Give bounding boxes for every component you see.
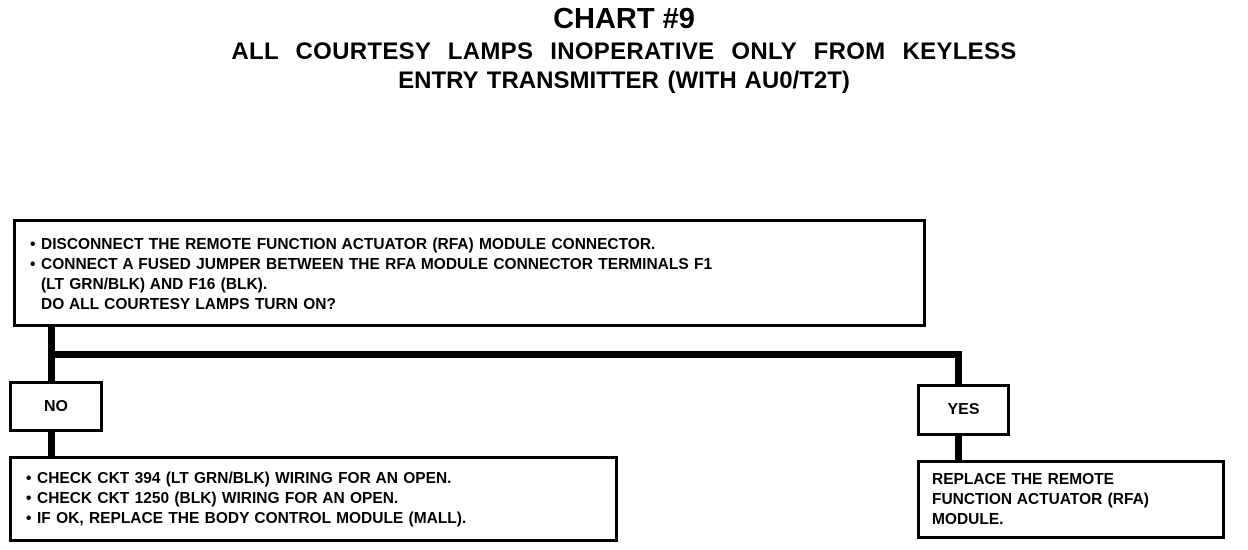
yes-branch-box: YES — [917, 384, 1010, 436]
no-action-item: CHECK CKT 394 (LT GRN/BLK) WIRING FOR AN… — [26, 469, 609, 489]
question-step-disconnect: DISCONNECT THE REMOTE FUNCTION ACTUATOR … — [30, 235, 915, 255]
yes-action-line: REPLACE THE REMOTE — [932, 471, 1114, 488]
yes-action-line: FUNCTION ACTUATOR (RFA) — [932, 491, 1149, 508]
yes-action-line: MODULE. — [932, 511, 1004, 528]
question-step-jumper: CONNECT A FUSED JUMPER BETWEEN THE RFA M… — [30, 255, 915, 275]
connector-to-yes — [955, 351, 962, 386]
no-action-item: CHECK CKT 1250 (BLK) WIRING FOR AN OPEN. — [26, 489, 609, 509]
chart-title: CHART #9 — [553, 3, 695, 35]
no-action-item: IF OK, REPLACE THE BODY CONTROL MODULE (… — [26, 509, 609, 529]
no-action-box: CHECK CKT 394 (LT GRN/BLK) WIRING FOR AN… — [9, 456, 618, 542]
connector-yes-to-action — [955, 434, 962, 462]
no-branch-label: NO — [44, 398, 68, 415]
connector-no-to-action — [48, 430, 55, 458]
question-prompt: DO ALL COURTESY LAMPS TURN ON? — [41, 296, 336, 313]
no-branch-box: NO — [9, 381, 103, 432]
yes-action-box: REPLACE THE REMOTE FUNCTION ACTUATOR (RF… — [917, 460, 1225, 539]
chart-subtitle-line-2: ENTRY TRANSMITTER (WITH AU0/T2T) — [398, 67, 850, 94]
question-step-jumper-continued: (LT GRN/BLK) AND F16 (BLK). — [41, 276, 268, 293]
question-box: DISCONNECT THE REMOTE FUNCTION ACTUATOR … — [13, 219, 926, 327]
chart-subtitle-line-1: ALL COURTESY LAMPS INOPERATIVE ONLY FROM… — [231, 38, 1017, 65]
connector-horizontal-branch — [48, 351, 962, 358]
yes-branch-label: YES — [947, 401, 980, 418]
